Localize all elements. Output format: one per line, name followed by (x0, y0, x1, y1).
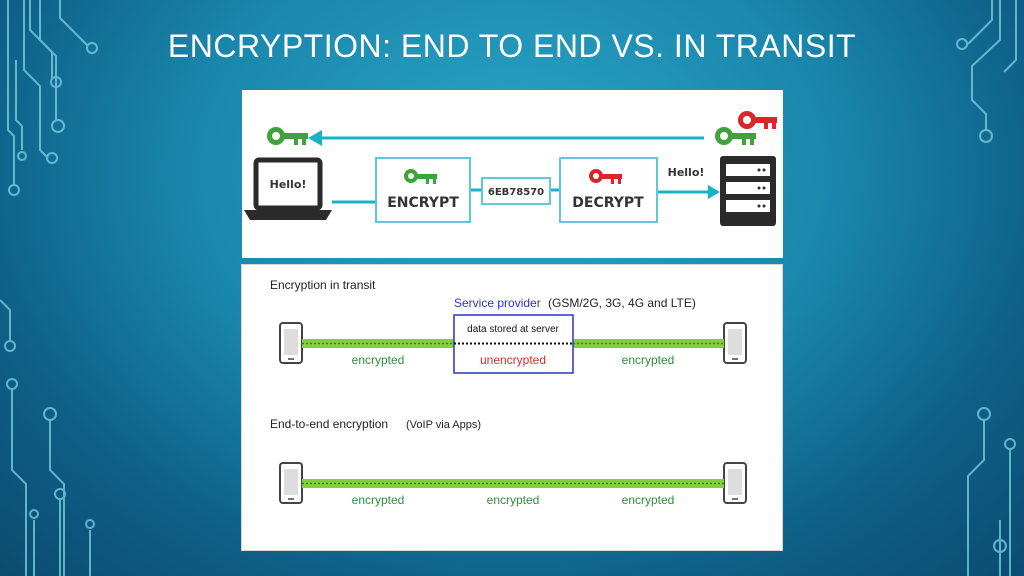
server-icon (720, 156, 776, 226)
transit-vs-e2e-diagram: Encryption in transit Service provider (… (241, 264, 783, 551)
encrypt-box (375, 157, 471, 223)
e2e-heading: End-to-end encryption (270, 417, 388, 431)
ciphertext-box (481, 177, 551, 205)
encrypted-channel (573, 339, 724, 348)
encrypted-label: encrypted (487, 493, 540, 507)
provider-detail: (GSM/2G, 3G, 4G and LTE) (548, 296, 696, 310)
encrypted-channel (302, 479, 724, 488)
phone-icon (723, 322, 747, 364)
decrypt-box (559, 157, 658, 223)
laptop-icon (244, 157, 332, 220)
encrypted-label: encrypted (622, 493, 675, 507)
red-key-icon (738, 111, 777, 129)
transit-heading: Encryption in transit (270, 278, 376, 292)
encrypt-decrypt-diagram: Hello! ENCRYPT 6EB78570 DECRYPT (242, 90, 783, 258)
green-key-icon (267, 127, 308, 145)
return-arrow (308, 130, 704, 146)
ciphertext: 6EB78570 (488, 187, 544, 198)
unencrypted-label: unencrypted (480, 353, 546, 367)
encrypted-label: encrypted (352, 493, 405, 507)
e2e-heading-detail: (VoIP via Apps) (406, 419, 481, 431)
encrypt-label: ENCRYPT (387, 195, 459, 211)
red-key-icon (589, 169, 622, 184)
service-provider-box (453, 314, 574, 374)
green-key-icon (404, 169, 437, 184)
decrypt-label: DECRYPT (572, 195, 644, 211)
slide-title: ENCRYPTION: END TO END VS. IN TRANSIT (167, 28, 857, 64)
provider-label: Service provider (454, 296, 541, 310)
stored-at-server-text: data stored at server (467, 324, 559, 335)
phone-icon (279, 322, 303, 364)
encrypted-label: encrypted (352, 353, 405, 367)
phone-icon (723, 462, 747, 504)
server-message: Hello! (668, 166, 705, 179)
green-key-icon (715, 127, 756, 145)
phone-icon (279, 462, 303, 504)
laptop-message: Hello! (270, 178, 307, 191)
encrypted-label: encrypted (622, 353, 675, 367)
